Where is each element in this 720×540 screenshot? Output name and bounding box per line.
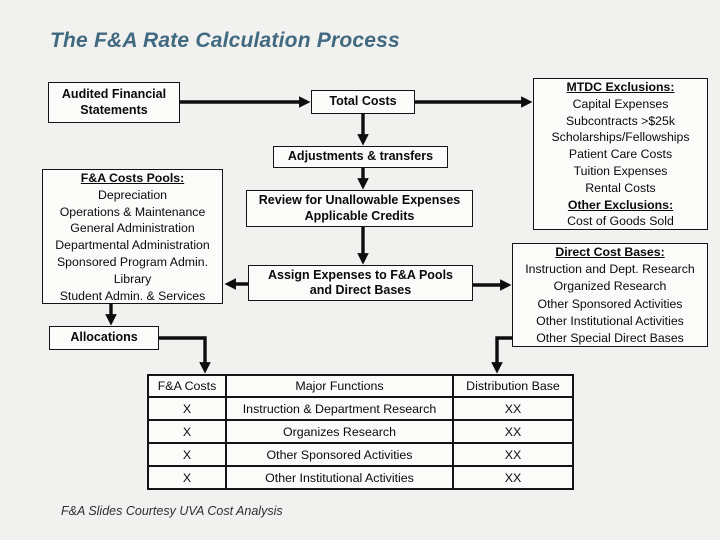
table-row: X Other Institutional Activities XX <box>147 465 574 490</box>
mtdc-item: Patient Care Costs <box>568 147 673 162</box>
table-header-fa-costs: F&A Costs <box>147 374 227 398</box>
page-title: The F&A Rate Calculation Process <box>50 29 400 52</box>
table-row: X Instruction & Department Research XX <box>147 396 574 421</box>
direct-bases-item: Organized Research <box>553 279 667 294</box>
slide-credit-text: F&A Slides Courtesy UVA Cost Analysis <box>61 504 283 518</box>
fa-pools-item: Student Admin. & Services <box>59 288 206 303</box>
total-costs-box: Total Costs <box>311 90 415 114</box>
review-unallowable-box: Review for Unallowable Expenses Applicab… <box>246 190 473 227</box>
mtdc-item: Scholarships/Fellowships <box>551 130 690 145</box>
direct-bases-item: Other Institutional Activities <box>536 313 684 328</box>
other-exclusions-heading: Other Exclusions: <box>567 197 674 212</box>
table-cell: X <box>147 465 227 490</box>
fa-pools-item: Operations & Maintenance <box>59 204 206 219</box>
fa-pools-item: Sponsored Program Admin. <box>56 254 209 269</box>
table-cell: X <box>147 419 227 444</box>
fa-pools-item: Depreciation <box>97 187 168 202</box>
audited-line2: Statements <box>80 102 148 117</box>
table-cell: Other Sponsored Activities <box>225 442 454 467</box>
arrow-direct-bases-to-table <box>491 336 512 374</box>
mtdc-item: Tuition Expenses <box>573 163 668 178</box>
fa-pools-heading: F&A Costs Pools: <box>80 171 185 185</box>
table-cell: Instruction & Department Research <box>225 396 454 421</box>
review-line1: Review for Unallowable Expenses <box>258 193 461 207</box>
adjustments-transfers-box: Adjustments & transfers <box>273 146 448 168</box>
table-header-distribution-base: Distribution Base <box>452 374 574 398</box>
table-cell: XX <box>452 465 574 490</box>
other-exclusions-item: Cost of Goods Sold <box>567 214 674 229</box>
direct-bases-item: Instruction and Dept. Research <box>525 262 695 277</box>
table-row: X Other Sponsored Activities XX <box>147 442 574 467</box>
review-line2: Applicable Credits <box>304 208 415 223</box>
mtdc-exclusions-box: MTDC Exclusions: Capital Expenses Subcon… <box>533 78 708 230</box>
fa-distribution-table: F&A Costs Major Functions Distribution B… <box>147 374 574 490</box>
direct-bases-item: Other Sponsored Activities <box>537 296 683 311</box>
table-row: X Organizes Research XX <box>147 419 574 444</box>
table-header-major-functions: Major Functions <box>225 374 454 398</box>
fa-pools-item: General Administration <box>70 221 195 236</box>
table-cell: XX <box>452 396 574 421</box>
table-cell: XX <box>452 419 574 444</box>
adjustments-label: Adjustments & transfers <box>287 149 434 164</box>
table-header-row: F&A Costs Major Functions Distribution B… <box>147 374 574 398</box>
table-cell: XX <box>452 442 574 467</box>
table-cell: X <box>147 396 227 421</box>
arrow-allocations-to-table <box>159 336 211 374</box>
audited-financial-statements-box: Audited Financial Statements <box>48 82 180 123</box>
mtdc-item: Capital Expenses <box>572 96 669 111</box>
table-cell: Other Institutional Activities <box>225 465 454 490</box>
mtdc-item: Rental Costs <box>585 180 656 195</box>
direct-cost-bases-box: Direct Cost Bases: Instruction and Dept.… <box>512 243 708 347</box>
table-cell: Organizes Research <box>225 419 454 444</box>
assign-expenses-box: Assign Expenses to F&A Pools and Direct … <box>248 265 473 301</box>
audited-line1: Audited Financial <box>61 87 167 101</box>
total-costs-label: Total Costs <box>329 94 397 109</box>
fa-costs-pools-box: F&A Costs Pools: Depreciation Operations… <box>42 169 223 304</box>
direct-bases-heading: Direct Cost Bases: <box>555 245 665 259</box>
table-cell: X <box>147 442 227 467</box>
assign-line1: Assign Expenses to F&A Pools <box>268 267 453 282</box>
mtdc-item: Subcontracts >$25k <box>565 113 676 128</box>
allocations-box: Allocations <box>49 326 159 350</box>
assign-line2: and Direct Bases <box>309 283 412 297</box>
allocations-label: Allocations <box>70 330 138 345</box>
fa-pools-item: Departmental Administration <box>55 238 210 253</box>
fa-pools-item: Library <box>113 271 152 286</box>
direct-bases-item: Other Special Direct Bases <box>536 331 684 346</box>
mtdc-heading: MTDC Exclusions: <box>566 80 675 94</box>
